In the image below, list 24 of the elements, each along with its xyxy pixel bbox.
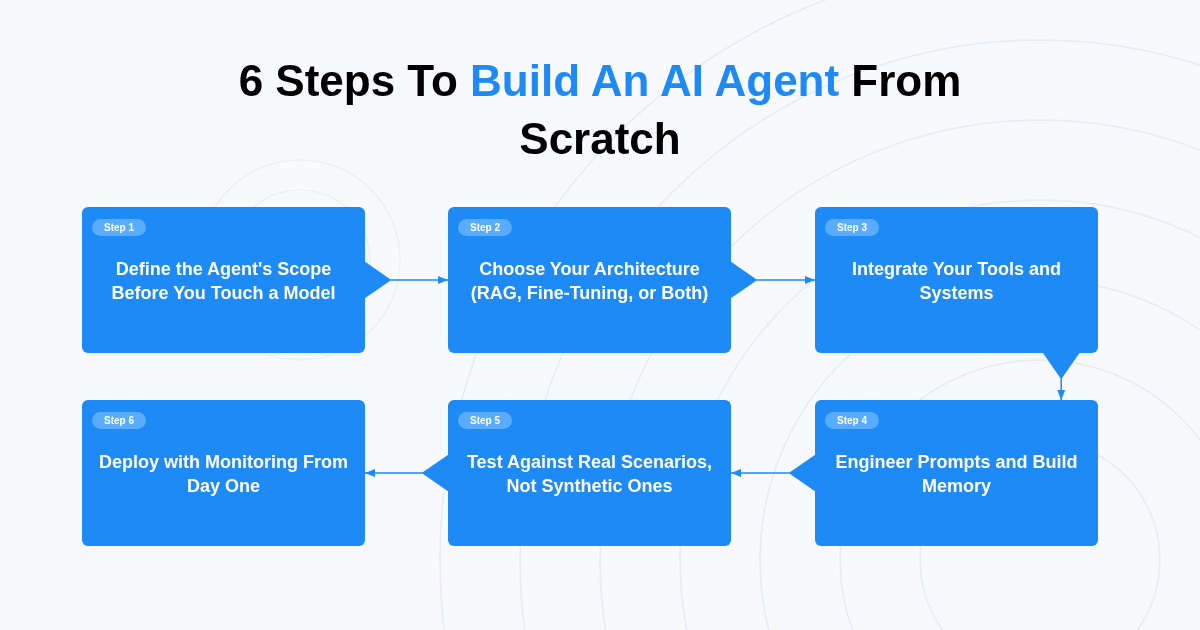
step-title: Test Against Real Scenarios, Not Synthetic Ones — [465, 451, 714, 498]
pointer-arrow — [364, 454, 450, 492]
step-title: Define the Agent's Scope Before You Touch a Model — [110, 258, 337, 305]
step-title: Choose Your Architecture (RAG, Fine-Tuning, or Both) — [469, 258, 710, 305]
step-badge: Step 2 — [458, 219, 512, 236]
pointer-arrow — [1042, 351, 1080, 401]
step-badge: Step 5 — [458, 412, 512, 429]
step-card — [82, 207, 365, 353]
step-title: Integrate Your Tools and Systems — [851, 258, 1062, 305]
step-card — [815, 400, 1098, 546]
step-card — [448, 400, 731, 546]
step-badge: Step 4 — [825, 412, 879, 429]
pointer-arrow — [729, 261, 816, 299]
step-card — [815, 207, 1098, 353]
step-title: Engineer Prompts and Build Memory — [834, 451, 1079, 498]
step-badge: Step 3 — [825, 219, 879, 236]
step-title: Deploy with Monitoring From Day One — [98, 451, 349, 498]
pointer-arrow — [363, 261, 449, 299]
title: 6 Steps To Build An AI Agent From Scratch — [237, 55, 963, 165]
step-badge: Step 6 — [92, 412, 146, 429]
step-card — [82, 400, 365, 546]
pointer-arrow — [730, 454, 817, 492]
step-card — [448, 207, 731, 353]
step-badge: Step 1 — [92, 219, 146, 236]
